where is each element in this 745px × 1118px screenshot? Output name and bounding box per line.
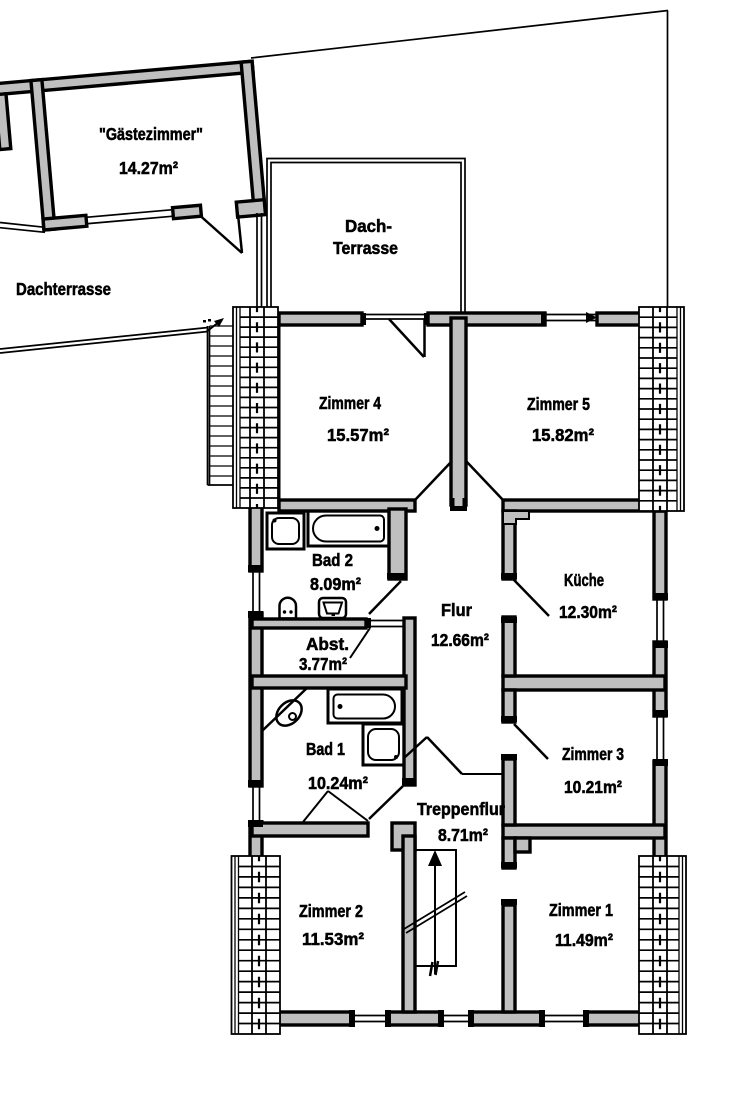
svg-text:12.66m²: 12.66m² — [431, 630, 489, 650]
svg-text:Zimmer 1: Zimmer 1 — [549, 900, 613, 920]
svg-text:"Gästezimmer": "Gästezimmer" — [99, 124, 203, 144]
svg-text:Dach-: Dach- — [345, 216, 392, 236]
svg-text:8.71m²: 8.71m² — [438, 825, 488, 845]
svg-text:Flur: Flur — [441, 600, 472, 620]
svg-text:3.77m²: 3.77m² — [299, 654, 347, 674]
svg-text:14.27m²: 14.27m² — [119, 158, 178, 178]
svg-text:Terrasse: Terrasse — [333, 238, 398, 258]
svg-text:Bad 2: Bad 2 — [312, 550, 353, 570]
svg-text:11.53m²: 11.53m² — [302, 929, 364, 949]
svg-text:15.57m²: 15.57m² — [327, 425, 389, 445]
svg-text:8.09m²: 8.09m² — [310, 574, 361, 594]
svg-text:Zimmer 4: Zimmer 4 — [319, 393, 381, 413]
svg-text:12.30m²: 12.30m² — [559, 602, 617, 622]
svg-text:Zimmer 2: Zimmer 2 — [299, 901, 363, 921]
svg-text:Abst.: Abst. — [306, 634, 349, 654]
svg-text:Zimmer 3: Zimmer 3 — [562, 744, 624, 764]
svg-text:11.49m²: 11.49m² — [555, 930, 613, 950]
svg-text:10.24m²: 10.24m² — [308, 773, 368, 793]
svg-text:10.21m²: 10.21m² — [564, 777, 622, 797]
svg-text:Treppenflur: Treppenflur — [417, 799, 505, 819]
svg-text:Zimmer 5: Zimmer 5 — [527, 394, 590, 414]
svg-text:15.82m²: 15.82m² — [532, 425, 594, 445]
svg-text:Bad 1: Bad 1 — [306, 739, 345, 759]
svg-text:Küche: Küche — [564, 570, 604, 590]
svg-text:Dachterrasse: Dachterrasse — [16, 279, 111, 299]
